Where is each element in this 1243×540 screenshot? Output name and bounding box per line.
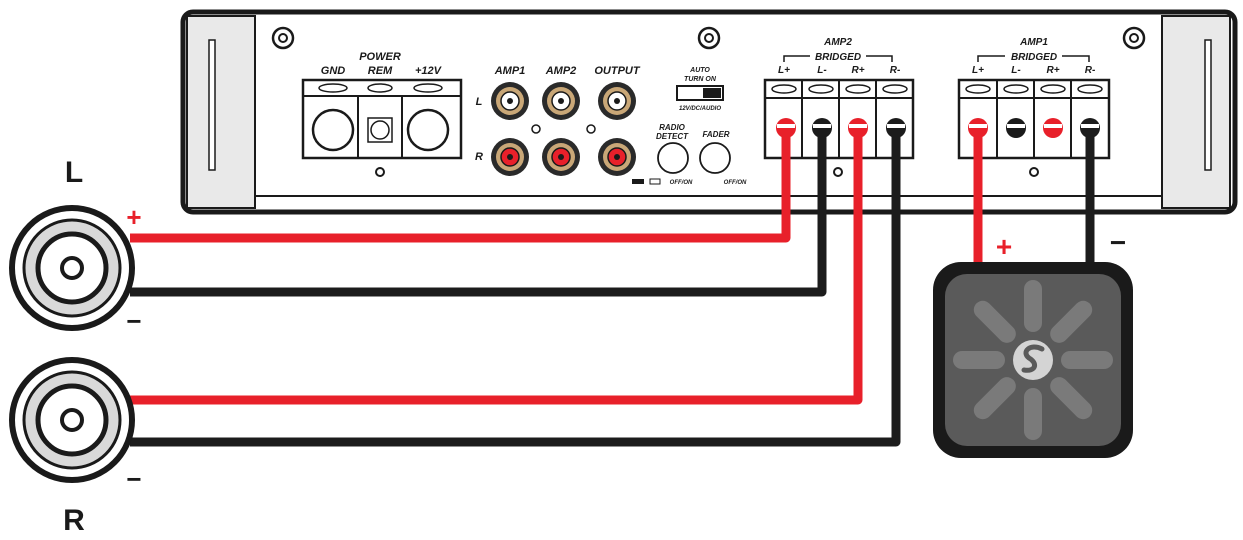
- detect-label: DETECT: [656, 132, 689, 141]
- rca-jack-red[interactable]: [491, 138, 529, 176]
- left-speaker-positive-wire: [130, 128, 791, 243]
- screw-icon: [1122, 26, 1146, 50]
- amp2-term-label: R+: [851, 65, 864, 76]
- left-speaker: L + −: [9, 156, 142, 336]
- rca-jack-white[interactable]: [598, 82, 636, 120]
- wires: [130, 128, 1095, 447]
- power-label: POWER: [359, 51, 401, 63]
- amplifier-chassis: [180, 9, 1238, 215]
- rem-label: REM: [368, 65, 393, 77]
- left-slot: [208, 39, 216, 171]
- amp1-terminal-block: AMP1 BRIDGED L+ L- R+ R-: [957, 37, 1111, 177]
- amp2-term-label: L-: [817, 65, 827, 76]
- amp1-term-label: R+: [1046, 65, 1059, 76]
- amp2-rca-label: AMP2: [545, 65, 577, 77]
- amplifier: GND POWER REM +12V AMP1 AMP2 OUTPUT L R: [180, 9, 1238, 215]
- amp1-rca-label: AMP1: [494, 65, 526, 77]
- screw-icon: [697, 26, 721, 50]
- radio-detect-state: OFF/ON: [670, 180, 693, 186]
- turn-on-label: TURN ON: [684, 76, 717, 83]
- led-indicator: [531, 124, 541, 134]
- radio-detect-button[interactable]: RADIO DETECT OFF/ON: [632, 123, 693, 186]
- amp2-term-label: R-: [890, 65, 901, 76]
- power-terminal-block: GND POWER REM +12V: [301, 51, 463, 177]
- rca-row-left-label: L: [476, 96, 483, 108]
- right-slot: [1204, 39, 1212, 171]
- left-speaker-negative-wire: [130, 128, 827, 297]
- amp1-term-label: L-: [1011, 65, 1021, 76]
- rca-jack-red[interactable]: [598, 138, 636, 176]
- rca-row-right-label: R: [475, 151, 483, 163]
- amp1-term-label: L+: [972, 65, 984, 76]
- gnd-label: GND: [321, 65, 346, 77]
- rca-jack-red[interactable]: [542, 138, 580, 176]
- right-speaker: − R: [9, 357, 142, 537]
- right-speaker-minus: −: [126, 464, 141, 494]
- auto-turn-on-switch[interactable]: AUTO TURN ON 12V/DC/AUDIO: [676, 67, 724, 112]
- screw-icon: [271, 26, 295, 50]
- rca-jack-white[interactable]: [542, 82, 580, 120]
- subwoofer-fan-graphic: [953, 280, 1113, 440]
- right-speaker-negative-wire: [130, 128, 901, 447]
- amp1-title: AMP1: [1019, 37, 1048, 48]
- amp1-bridged: BRIDGED: [1011, 52, 1057, 63]
- rca-inputs: AMP1 AMP2 OUTPUT L R: [475, 65, 641, 176]
- auto-label: AUTO: [689, 67, 710, 74]
- audio-mode-label: 12V/DC/AUDIO: [679, 106, 721, 112]
- fader-button[interactable]: FADER OFF/ON: [699, 130, 747, 186]
- amp2-term-label: L+: [778, 65, 790, 76]
- subwoofer: + −: [933, 227, 1133, 458]
- right-speaker-positive-wire: [130, 128, 863, 405]
- left-speaker-label: L: [65, 156, 83, 189]
- terminal-caps: [776, 118, 1100, 138]
- amp1-term-label: R-: [1085, 65, 1096, 76]
- right-endcap: [1161, 15, 1231, 209]
- radio-label: RADIO: [659, 123, 686, 132]
- rca-jack-white[interactable]: [491, 82, 529, 120]
- left-speaker-plus: +: [126, 202, 141, 232]
- output-rca-label: OUTPUT: [594, 65, 641, 77]
- led-indicator: [586, 124, 596, 134]
- fader-state: OFF/ON: [724, 180, 747, 186]
- brand-logo-icon: [1013, 340, 1053, 380]
- subwoofer-minus: −: [1110, 227, 1126, 258]
- right-speaker-label: R: [63, 504, 85, 537]
- subwoofer-plus: +: [996, 231, 1012, 262]
- left-endcap: [186, 15, 256, 209]
- amp2-bridged: BRIDGED: [815, 52, 861, 63]
- amp2-title: AMP2: [823, 37, 852, 48]
- fader-label: FADER: [702, 130, 729, 139]
- plus12v-label: +12V: [415, 65, 443, 77]
- left-speaker-minus: −: [126, 306, 141, 336]
